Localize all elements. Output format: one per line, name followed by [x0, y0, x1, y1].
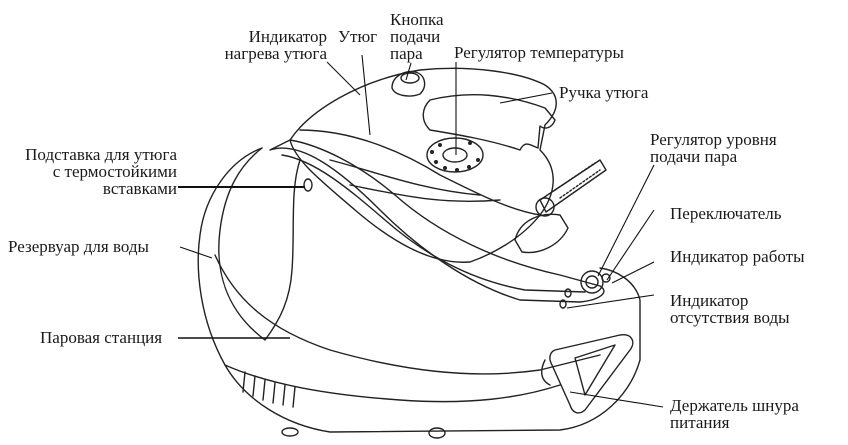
- label-steam-button: Кнопка подачи пара: [390, 11, 444, 62]
- label-line: Регулятор уровня: [650, 130, 777, 149]
- cord-holder-drawing: [549, 334, 634, 414]
- label-line: нагрева утюга: [224, 44, 327, 63]
- label-line: подачи: [390, 27, 441, 46]
- steam-button: [391, 70, 426, 97]
- temperature-dial: [426, 137, 484, 173]
- label-heat-indicator: Индикатор нагрева утюга: [205, 28, 327, 62]
- label-iron: Утюг: [338, 27, 378, 46]
- label-line: отсутствия воды: [670, 308, 790, 327]
- vent-slots: [242, 371, 296, 408]
- iron-stand: [269, 139, 605, 303]
- label-power-indicator: Индикатор работы: [670, 247, 805, 266]
- label-iron-stand: Подставка для утюга с термостойкими вста…: [0, 146, 177, 197]
- label-line: пара: [390, 44, 423, 63]
- iron-handle: [422, 94, 556, 151]
- label-line: Держатель шнура: [670, 396, 799, 415]
- label-water-tank: Резервуар для воды: [8, 237, 149, 256]
- label-steam-station: Паровая станция: [40, 328, 163, 347]
- label-switch: Переключатель: [670, 204, 782, 223]
- water-tank: [218, 147, 301, 341]
- label-line: питания: [670, 413, 730, 432]
- label-line: Кнопка: [390, 10, 444, 29]
- label-line: Подставка для утюга: [25, 145, 177, 164]
- label-line: Индикатор: [670, 291, 749, 310]
- label-temperature-regulator: Регулятор температуры: [454, 43, 624, 62]
- steam-knob: [580, 270, 604, 294]
- label-iron-handle: Ручка утюга: [559, 83, 649, 102]
- label-line: подачи пара: [650, 147, 738, 166]
- iron-body: [289, 67, 557, 263]
- label-line: с термостойкими: [52, 162, 177, 181]
- label-line: Индикатор: [248, 27, 327, 46]
- label-line: вставками: [102, 179, 177, 198]
- label-no-water-indicator: Индикатор отсутствия воды: [670, 292, 790, 326]
- station-body: [197, 147, 641, 433]
- label-steam-level-regulator: Регулятор уровня подачи пара: [650, 131, 777, 165]
- label-cord-holder: Держатель шнура питания: [670, 397, 799, 431]
